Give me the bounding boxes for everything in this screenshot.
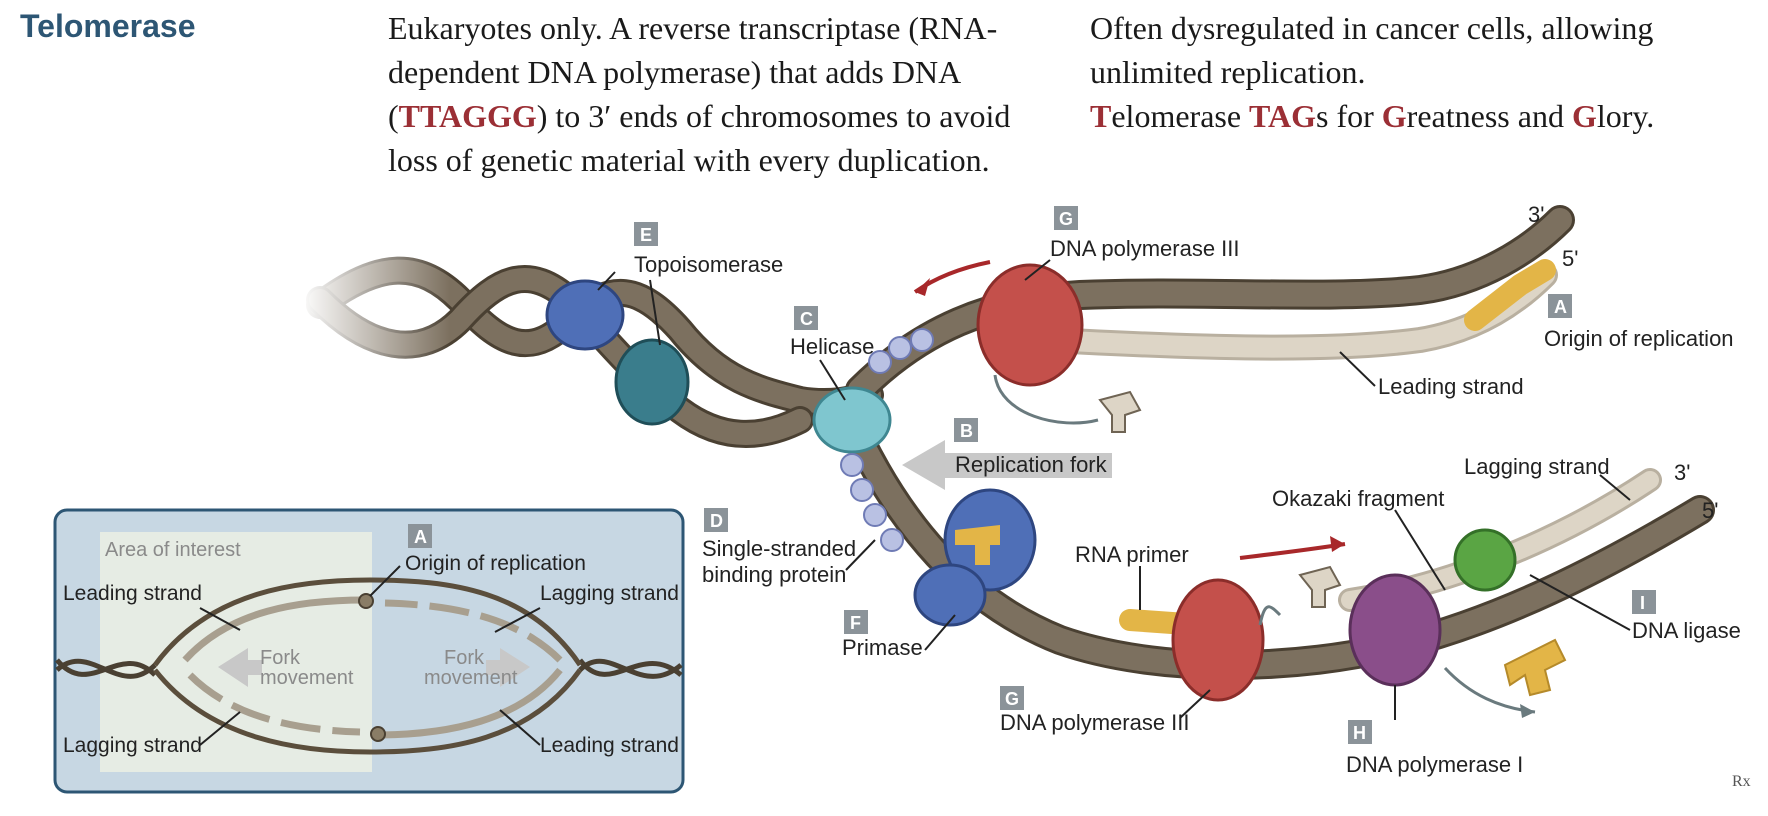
recycle-arrow-bottom xyxy=(1258,605,1282,626)
badge-g-bottom: G xyxy=(1000,686,1024,710)
topoisomerase-label: Topoisomerase xyxy=(634,252,783,277)
inset-fork-left-line2: movement xyxy=(260,667,354,689)
svg-text:G: G xyxy=(1005,689,1019,709)
dna-polymerase-i-protein xyxy=(1348,573,1442,687)
cancer-line-2: unlimited replication. xyxy=(1090,54,1366,90)
rna-primer-label: RNA primer xyxy=(1075,542,1189,567)
pol3-bottom-direction-arrow xyxy=(1239,542,1346,560)
inset-panel: Area of interest Fork movement Fork move… xyxy=(53,508,685,794)
badge-c: C xyxy=(794,306,818,330)
description-line-4: loss of genetic material with every dupl… xyxy=(388,142,990,178)
cancer-line-1: Often dysregulated in cancer cells, allo… xyxy=(1090,10,1654,46)
badge-d: D xyxy=(704,508,728,532)
badge-a: A xyxy=(1548,294,1572,318)
mnemonic-t: T xyxy=(1090,98,1112,134)
inset-leading-strand-tl: Leading strand xyxy=(63,582,202,605)
mnemonic-g2: G xyxy=(1571,98,1597,134)
inset-lagging-strand-bl: Lagging strand xyxy=(63,734,202,757)
svg-text:G: G xyxy=(1059,209,1073,229)
primase-protein xyxy=(913,488,1037,627)
leading-strand-label: Leading strand xyxy=(1378,374,1524,399)
five-prime-bottom: 5' xyxy=(1702,498,1718,523)
okazaki-fragment-label: Okazaki fragment xyxy=(1272,486,1444,511)
badge-e: E xyxy=(634,222,658,246)
topoisomerase-protein xyxy=(545,279,690,426)
helicase-protein xyxy=(812,386,892,454)
svg-text:F: F xyxy=(850,613,861,633)
dna-ligase-label: DNA ligase xyxy=(1632,618,1741,643)
ssb-label-line2: binding protein xyxy=(702,562,846,587)
svg-text:B: B xyxy=(960,421,973,441)
top-fork-arm xyxy=(845,205,1575,405)
dna-polymerase-iii-bottom xyxy=(1171,578,1265,702)
dna-polymerase-iii-bottom-label: DNA polymerase III xyxy=(1000,710,1190,735)
rx-mark: Rx xyxy=(1732,773,1751,790)
ssb-label-line1: Single-stranded xyxy=(702,536,856,561)
cancer-note: Often dysregulated in cancer cells, allo… xyxy=(1090,6,1732,138)
svg-text:D: D xyxy=(710,511,723,531)
replication-fork-arrow xyxy=(902,440,1112,490)
description-line-3: (TTAGGG) to 3′ ends of chromosomes to av… xyxy=(388,94,1070,138)
lagging-strand-label: Lagging strand xyxy=(1464,454,1610,479)
description-line-2: dependent DNA polymerase) that adds DNA xyxy=(388,54,962,90)
svg-text:E: E xyxy=(640,225,652,245)
recycle-arrow-top xyxy=(993,374,1099,425)
dna-ligase-protein xyxy=(1453,528,1517,592)
telomere-sequence: TTAGGG xyxy=(398,98,537,134)
mnemonic-lory: lory. xyxy=(1596,98,1655,134)
three-prime-bottom: 3' xyxy=(1674,460,1690,485)
page-title: Telomerase xyxy=(20,8,196,44)
mnemonic-tag: TAG xyxy=(1249,98,1317,134)
svg-text:I: I xyxy=(1640,593,1645,613)
svg-text:H: H xyxy=(1353,723,1366,743)
mnemonic-reatness: reatness and xyxy=(1406,98,1572,134)
mnemonic-g1: G xyxy=(1381,98,1407,134)
free-nucleotides xyxy=(1098,390,1567,697)
inset-origin-label: Origin of replication xyxy=(405,552,586,575)
dna-polymerase-i-label: DNA polymerase I xyxy=(1346,752,1523,777)
inset-fork-left-line1: Fork xyxy=(260,647,301,669)
mnemonic: Telomerase TAGs for Greatness and Glory. xyxy=(1090,94,1732,138)
badge-i: I xyxy=(1632,590,1656,614)
helicase-label: Helicase xyxy=(790,334,874,359)
primase-label: Primase xyxy=(842,635,923,660)
inset-fork-right-line2: movement xyxy=(424,667,518,689)
badge-h: H xyxy=(1348,720,1372,744)
svg-text:A: A xyxy=(1554,297,1567,317)
badge-f: F xyxy=(844,610,868,634)
mnemonic-elomerase: elomerase xyxy=(1111,98,1250,134)
description-line-3-rest: ) to 3′ ends of chromosomes to avoid xyxy=(536,98,1011,134)
inset-fork-right-line1: Fork xyxy=(444,647,485,669)
badge-g-top: G xyxy=(1054,206,1078,230)
origin-label: Origin of replication xyxy=(1544,326,1734,351)
svg-text:C: C xyxy=(800,309,813,329)
ssb-proteins xyxy=(840,328,934,552)
five-prime-top: 5' xyxy=(1562,246,1578,271)
three-prime-top: 3' xyxy=(1528,202,1544,227)
description-line-1: Eukaryotes only. A reverse transcriptase… xyxy=(388,10,998,46)
dna-polymerase-iii-top-label: DNA polymerase III xyxy=(1050,236,1240,261)
sequence-open-paren: ( xyxy=(388,98,399,134)
telomerase-description: Eukaryotes only. A reverse transcriptase… xyxy=(388,6,1070,182)
inset-badge-a: A xyxy=(414,527,427,547)
inset-area-label: Area of interest xyxy=(105,539,241,561)
dna-polymerase-iii-top xyxy=(976,263,1084,387)
inset-leading-strand-br: Leading strand xyxy=(540,734,679,757)
replication-fork-label: Replication fork xyxy=(955,452,1108,477)
inset-lagging-strand-tr: Lagging strand xyxy=(540,582,679,605)
mnemonic-s-for: s for xyxy=(1316,98,1382,134)
badge-b: B xyxy=(954,418,978,442)
